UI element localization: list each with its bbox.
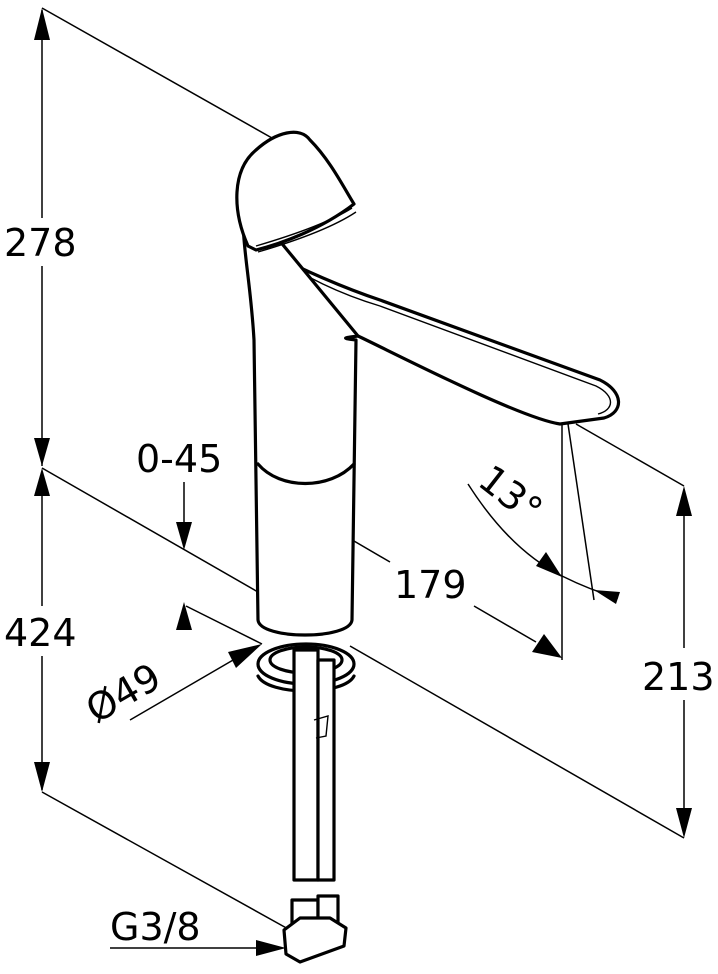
extension-line-spout-tip [575, 423, 685, 487]
connector-block [282, 916, 348, 964]
label-lever-travel: 0-45 [136, 437, 222, 481]
lever-handle [235, 130, 356, 252]
arrow-right-icon [256, 940, 286, 956]
diameter-extension [185, 605, 263, 645]
arrow-up-icon [176, 602, 192, 630]
label-height-lower: 424 [4, 611, 77, 655]
arrow-icon [536, 552, 562, 577]
column-cylinder-edge [256, 462, 356, 485]
label-spout-reach: 179 [394, 563, 467, 607]
right-vertical-dimension [349, 423, 692, 839]
arrow-up-icon [34, 468, 50, 496]
left-vertical-dimension [34, 8, 50, 792]
diameter-dimension [129, 605, 263, 721]
arrow-down-icon [176, 522, 192, 550]
label-outlet-height: 213 [642, 655, 715, 699]
label-connection-thread: G3/8 [110, 905, 201, 949]
arrow-right-icon [532, 634, 562, 658]
arrow-up-icon [676, 486, 692, 516]
angle-dimension [467, 483, 620, 604]
handle-seam [255, 207, 353, 247]
extension-line-spout-angle [567, 423, 595, 601]
column [241, 198, 360, 637]
thread-dimension [110, 940, 286, 956]
label-base-diameter: Ø49 [79, 655, 169, 732]
hose-clip [313, 715, 329, 739]
arrow-down-icon [34, 762, 50, 792]
extension-line-deck-right [349, 645, 685, 839]
hose-left [292, 648, 320, 882]
arrow-right-icon [228, 644, 262, 668]
extension-line-top [41, 7, 273, 139]
label-height-upper: 278 [4, 221, 77, 265]
label-spout-angle: 13° [470, 456, 550, 532]
arrow-down-icon [676, 808, 692, 838]
lever-travel-dimension [176, 482, 192, 630]
arrow-icon [594, 590, 620, 604]
faucet-body [235, 130, 621, 964]
handle-seam-2 [257, 211, 357, 253]
extension-line-deck [41, 467, 259, 593]
extension-line-bottom [41, 791, 291, 931]
reach-leader-right [473, 605, 537, 643]
hose-right [316, 658, 336, 882]
arrow-down-icon [34, 438, 50, 466]
arrow-up-icon [34, 8, 50, 40]
diameter-leader [129, 655, 241, 721]
